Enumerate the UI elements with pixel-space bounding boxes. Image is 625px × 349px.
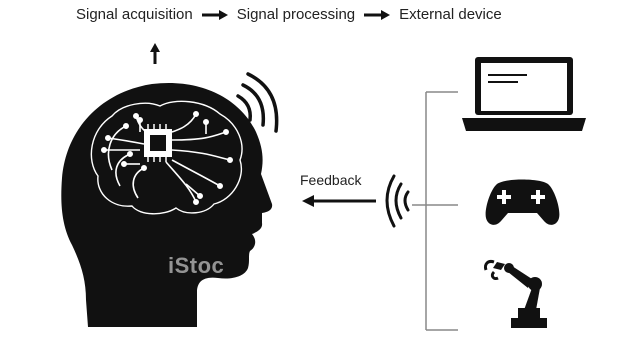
- wireless-signal-icon: [236, 72, 279, 133]
- flow-step-signal-acquisition: Signal acquisition: [76, 6, 193, 23]
- feedback-label: Feedback: [300, 172, 362, 188]
- laptop-icon: [462, 57, 586, 131]
- up-arrow-icon: [150, 43, 160, 64]
- device-bracket: [412, 91, 458, 331]
- flow-arrow-icon: [201, 9, 228, 20]
- flow-step-signal-processing: Signal processing: [236, 6, 356, 23]
- watermark-text: iStoc: [168, 253, 225, 278]
- feedback-arrow-icon: [302, 195, 376, 207]
- robotic-arm-icon: [484, 260, 547, 328]
- head-silhouette-icon: [61, 82, 273, 328]
- wireless-signal-icon: [385, 174, 410, 228]
- chip-icon: [144, 124, 172, 162]
- flow-arrow-icon: [364, 9, 391, 20]
- gamepad-icon: [485, 179, 560, 225]
- process-flow: Signal acquisition Signal processing Ext…: [76, 6, 502, 23]
- flow-step-external-device: External device: [399, 6, 502, 23]
